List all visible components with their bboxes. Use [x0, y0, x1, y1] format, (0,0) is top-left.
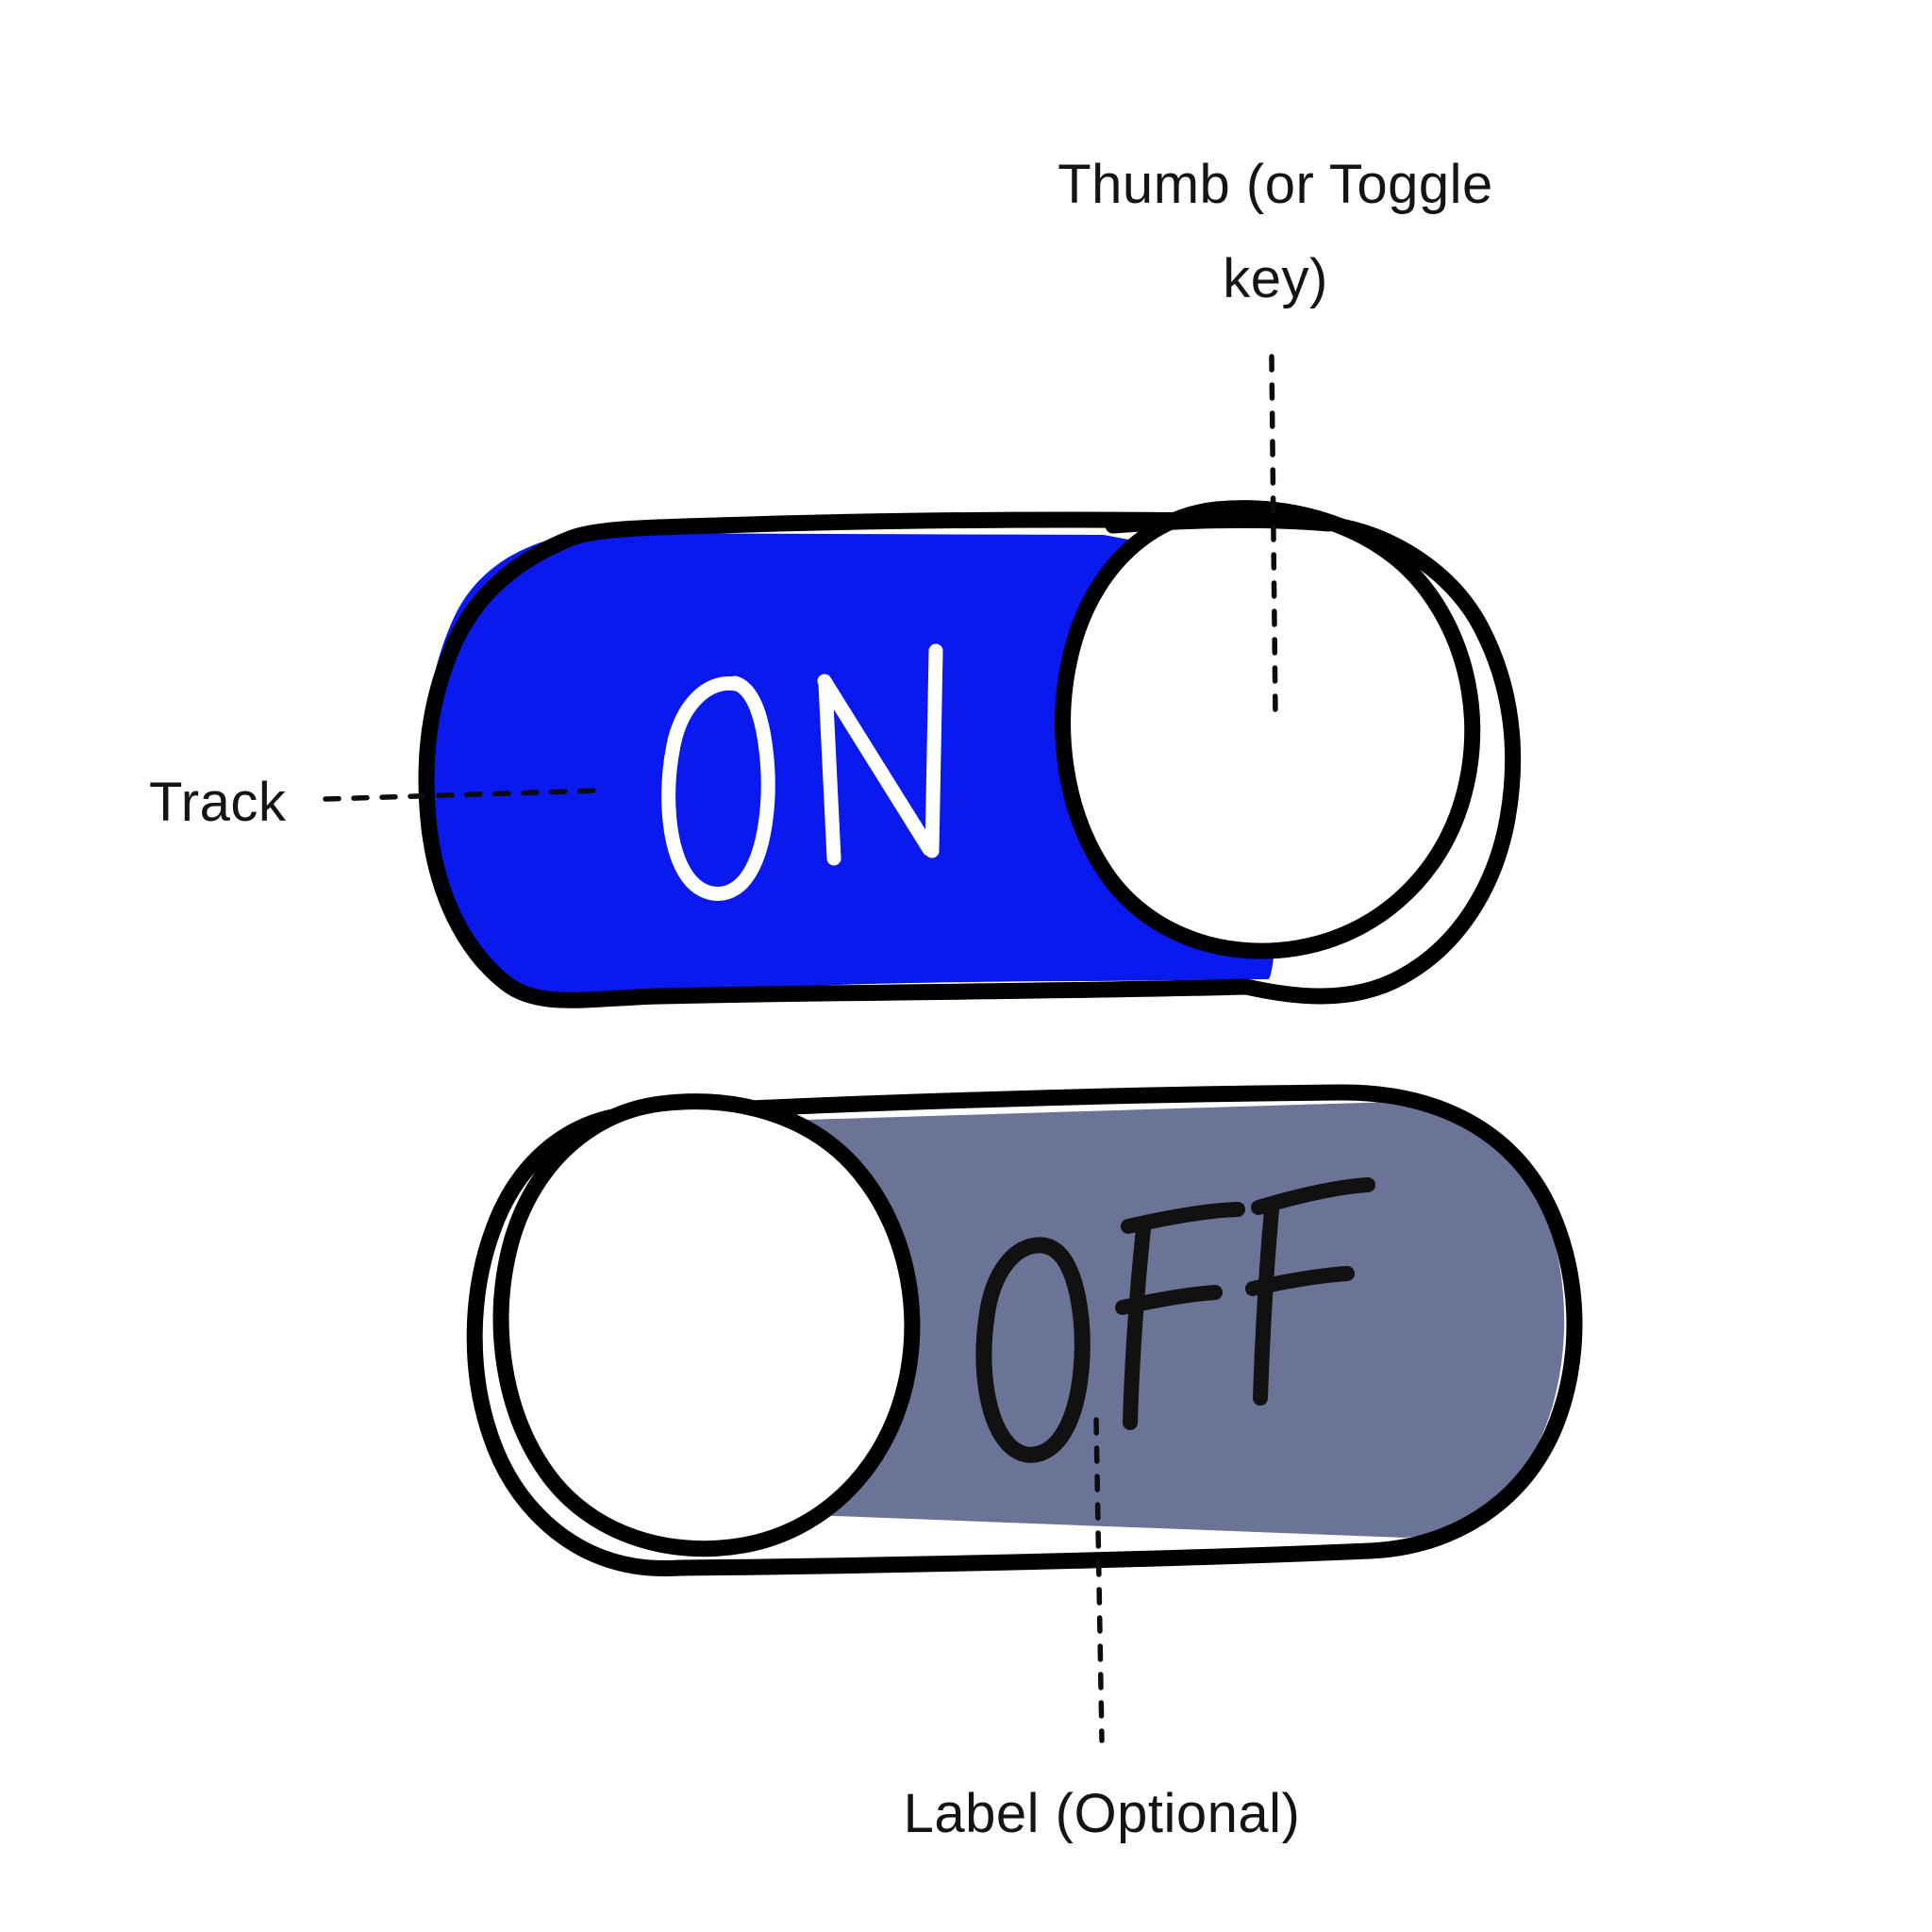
toggle-on-track-outline: [418, 511, 1337, 1008]
toggle-on-state-label: ON: [661, 643, 943, 901]
toggle-off-state-label: OFF: [975, 1177, 1375, 1463]
toggle-off-track-left-cap: [466, 1107, 690, 1577]
toggle-off-track-outline: [614, 1084, 1583, 1576]
thumb-leader-line: [1269, 354, 1278, 720]
toggle-on-thumb-outline[interactable]: [1055, 500, 1481, 959]
track-annotation: Track: [149, 772, 287, 833]
toggle-off[interactable]: OFF: [466, 1084, 1583, 1577]
toggle-on-thumb-fill: [1062, 508, 1473, 952]
label-leader-line: [1093, 1417, 1105, 1743]
track-leader-line: [323, 788, 602, 802]
label-annotation: Label (Optional): [904, 1783, 1301, 1844]
toggle-off-thumb-outline[interactable]: [492, 1093, 921, 1557]
toggle-off-thumb-fill: [501, 1101, 912, 1549]
toggle-on-track-right-cap: [1238, 516, 1522, 1005]
thumb-annotation-line2: key): [1223, 248, 1328, 309]
thumb-annotation-line1: Thumb (or Toggle: [1058, 154, 1493, 215]
toggle-on[interactable]: ON: [418, 500, 1522, 1008]
toggle-on-track-top-overlap: [1105, 511, 1337, 534]
